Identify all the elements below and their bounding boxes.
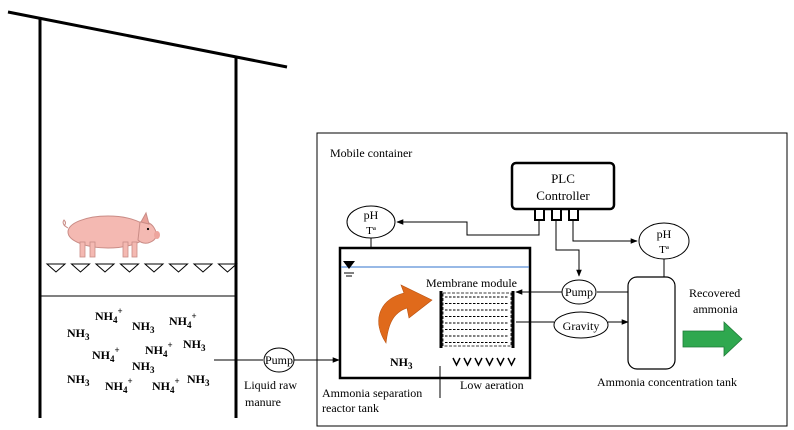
liquid-raw-manure-label-2: manure — [245, 395, 281, 409]
ion-label: NH4+ — [95, 306, 123, 325]
feed-pump: Pump — [263, 347, 295, 373]
aeration-mark — [507, 357, 516, 367]
reactor-tank-label: Ammonia separation — [322, 386, 422, 400]
svg-text:pH: pH — [657, 227, 672, 241]
ion-label: NH4+ — [145, 340, 173, 359]
curved-flow-arrow-icon — [378, 284, 433, 344]
nh3-reactor-label: NH3 — [390, 355, 413, 371]
ion-label: NH3 — [132, 319, 155, 335]
pig-icon — [62, 211, 160, 258]
mobile-container — [316, 132, 788, 427]
slat-floor-icon — [45, 263, 238, 273]
aeration-mark — [485, 357, 494, 367]
ion-label: NH4+ — [105, 376, 133, 395]
ion-label: NH3 — [132, 359, 155, 375]
recirculation-pump: Pump — [561, 279, 597, 305]
water-level-icon — [343, 261, 355, 277]
recovered-ammonia-label-2: ammonia — [693, 302, 738, 316]
slat — [45, 263, 67, 273]
pig-barn — [7, 10, 288, 418]
svg-text:PLC: PLC — [551, 171, 575, 186]
low-aeration-label: Low aeration — [460, 378, 524, 392]
mobile-container-label: Mobile container — [330, 146, 412, 160]
svg-text:Controller: Controller — [536, 188, 590, 203]
slat — [168, 263, 189, 273]
membrane-module-label: Membrane module — [426, 276, 517, 290]
reactor-tank-label-2: reactor tank — [322, 401, 379, 415]
aeration-mark — [452, 357, 461, 367]
recovered-ammonia-label: Recovered — [689, 286, 740, 300]
concentration-tank-label: Ammonia concentration tank — [597, 375, 737, 389]
plc-controller: PLC Controller — [510, 161, 616, 221]
svg-text:Tª: Tª — [366, 225, 377, 237]
membrane-module — [439, 291, 515, 348]
ion-label: NH3 — [183, 337, 206, 353]
svg-text:Tª: Tª — [659, 244, 670, 256]
ion-label: NH4+ — [92, 345, 120, 364]
svg-text:Gravity: Gravity — [563, 319, 600, 333]
svg-text:pH: pH — [364, 208, 379, 222]
ion-label: NH3 — [67, 326, 90, 342]
aeration-diffuser — [439, 357, 516, 398]
aeration-mark — [496, 357, 505, 367]
slat — [217, 263, 238, 273]
plc-signal-wires — [396, 219, 638, 277]
ion-label: NH4+ — [169, 311, 197, 330]
recovered-ammonia-arrow-icon — [682, 321, 743, 357]
slat — [119, 263, 140, 273]
aeration-mark — [463, 357, 472, 367]
svg-text:Pump: Pump — [265, 353, 293, 367]
ion-label: NH3 — [67, 372, 90, 388]
ph-temperature-sensor-concentration: pH Tª — [638, 222, 690, 260]
slat — [94, 263, 116, 273]
ph-temperature-sensor-reactor: pH Tª — [346, 205, 396, 239]
slat — [192, 263, 214, 273]
liquid-raw-manure-label: Liquid raw — [244, 378, 297, 392]
svg-text:Pump: Pump — [565, 285, 593, 299]
ion-label: NH4+ — [152, 376, 180, 395]
slat — [143, 263, 165, 273]
gravity-flow: Gravity — [553, 311, 609, 339]
slat — [70, 263, 91, 273]
manure-ions: NH4+ NH3 NH3 NH4+ NH4+ NH4+ NH3 NH3 NH3 … — [67, 306, 210, 395]
ammonia-concentration-tank — [627, 276, 676, 370]
aeration-mark — [474, 357, 483, 367]
ion-label: NH3 — [187, 372, 210, 388]
